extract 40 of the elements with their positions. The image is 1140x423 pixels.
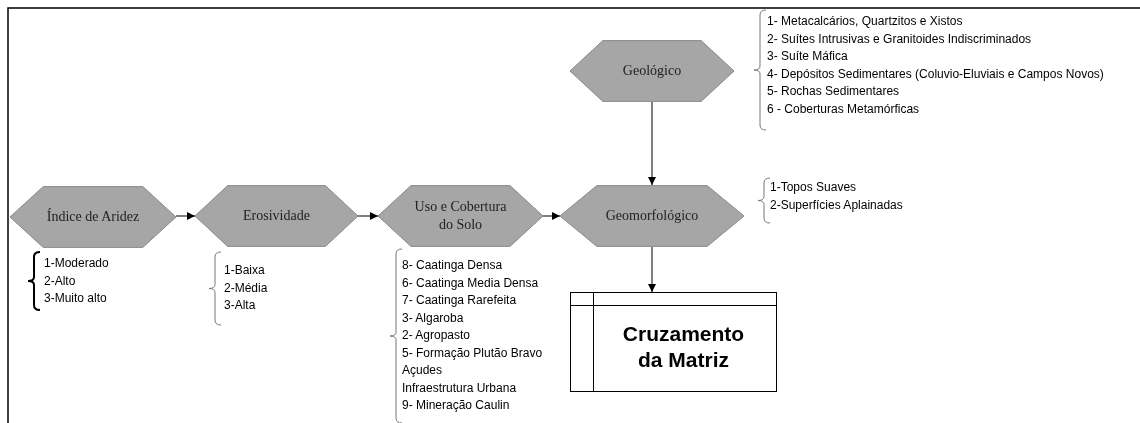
list-item: Infraestrutura Urbana xyxy=(402,379,518,397)
list-item: 3-Muito alto xyxy=(44,290,108,307)
list-item: 7- Caatinga Rarefeita xyxy=(402,292,518,309)
list-item: 2-Média xyxy=(224,279,269,297)
list-item: 5- Formação Plutão Bravo xyxy=(402,344,544,362)
hexagon-node xyxy=(378,185,543,247)
arrow xyxy=(542,212,561,220)
list-item: 2-Alto xyxy=(44,272,77,290)
list-item: Açudes xyxy=(402,362,444,379)
node-label: Índice de Aridez xyxy=(45,208,141,226)
list-item: 4- Depósitos Sedimentares (Coluvio-Eluviais e Campos Novos) xyxy=(767,65,1105,83)
node-label: Uso e Cobertura do Solo xyxy=(413,198,508,234)
list-item: 2-Superfícies Aplainadas xyxy=(770,196,904,214)
arrow xyxy=(648,246,656,293)
arrow xyxy=(175,212,196,220)
list-item: 2- Agropasto xyxy=(402,327,472,344)
arrow xyxy=(648,101,656,186)
list-item: 3- Suíte Máfica xyxy=(767,48,849,65)
hexagon-node xyxy=(10,186,176,248)
list-item: 3- Algaroba xyxy=(402,309,465,327)
list-item: 2- Suítes Intrusivas e Granitoides Indiscriminados xyxy=(767,30,1033,48)
hexagon-node xyxy=(560,185,744,247)
title-text: Cruzamento da Matriz xyxy=(621,321,746,373)
node-label: Erosividade xyxy=(243,207,310,225)
list-item: 1-Moderado xyxy=(44,255,110,272)
list-item: 1-Topos Suaves xyxy=(770,179,858,196)
node-label: Geológico xyxy=(622,62,682,80)
list-item: 1-Baixa xyxy=(224,262,266,279)
hexagon-node xyxy=(195,185,358,247)
list-item: 6- Caatinga Media Densa xyxy=(402,274,540,292)
list-item: 8- Caatinga Densa xyxy=(402,257,504,274)
list-item: 3-Alta xyxy=(224,297,257,314)
list-item: 6 - Coberturas Metamórficas xyxy=(767,100,921,118)
hexagon-node xyxy=(570,40,734,102)
list-item: 5- Rochas Sedimentares xyxy=(767,83,901,100)
arrow xyxy=(357,212,379,220)
node-label: Geomorfológico xyxy=(605,207,699,225)
list-item: 1- Metacalcários, Quartzitos e Xistos xyxy=(767,13,964,30)
matrix-box xyxy=(570,292,777,392)
list-item: 9- Mineração Caulin xyxy=(402,397,511,414)
